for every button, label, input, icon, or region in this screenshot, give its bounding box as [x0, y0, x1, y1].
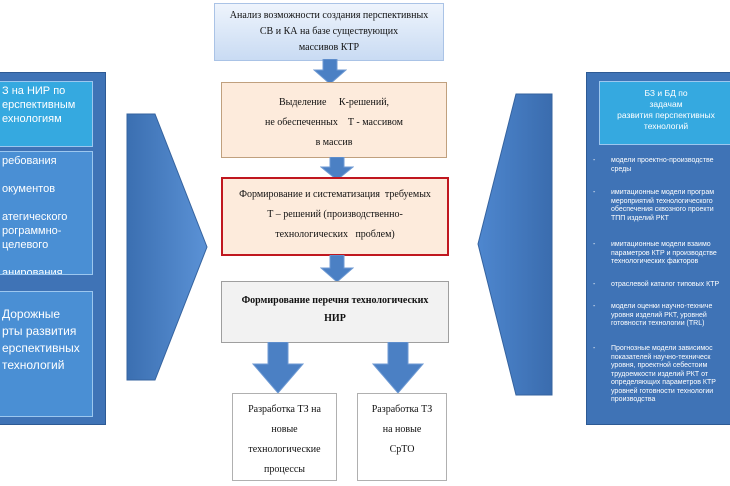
left-mid-line: ребования — [2, 155, 57, 167]
left-bottom-box: Дорожные рты развития ерспективных техно… — [0, 291, 93, 417]
left-mid-line: окументов — [2, 183, 56, 195]
right-item-line: ТПП изделий РКТ — [611, 214, 669, 222]
analysis-box: Анализ возможности создания перспективны… — [214, 3, 444, 61]
tz-processes-line: процессы — [264, 464, 305, 475]
left-bottom-line: ерспективных — [2, 341, 80, 355]
right-item-line: уровня, проектной себестоим — [611, 362, 708, 369]
right-list-item: - отраслевой каталог типовых КТР — [593, 281, 730, 290]
selection-line: в массив — [315, 137, 353, 148]
list-bullet: - — [593, 157, 596, 164]
down-arrow-5 — [372, 342, 424, 394]
tz-processes-line: новые — [271, 424, 298, 435]
right-header-line: задачам — [649, 99, 683, 109]
formation-line: Т – решений (производственно- — [267, 209, 403, 220]
right-item-line: производства — [611, 396, 656, 403]
tz-srto-line: СрТО — [389, 444, 415, 455]
right-list-item: - модели проектно-производстве среды — [593, 157, 730, 174]
right-item-line: технологических факторов — [611, 258, 699, 265]
analysis-line: СВ и КА на базе существующих — [259, 26, 399, 37]
left-top-box: З на НИР по ерспективным ехнологиям — [0, 81, 93, 147]
analysis-line: массивов КТР — [298, 42, 360, 53]
left-bottom-line: Дорожные — [2, 307, 61, 321]
right-header-line: технологий — [643, 121, 689, 131]
tz-processes-line: технологические — [248, 444, 321, 455]
right-item-line: показателей научно-техническ — [611, 353, 711, 361]
formation-box: Формирование и систематизация требуемых … — [221, 177, 449, 256]
selection-line: Выделение К-решений, — [278, 97, 390, 108]
right-item-line: параметров КТР и производстве — [611, 249, 717, 257]
right-item-line: мероприятий технологического — [611, 197, 713, 205]
left-mid-line: атегического — [2, 211, 68, 223]
down-arrow-4 — [252, 342, 304, 394]
nir-line: Формирование перечня технологических — [241, 295, 429, 306]
nir-list-box: Формирование перечня технологических НИР — [221, 281, 449, 343]
right-item-line: имитационные модели взаимо — [611, 241, 711, 248]
right-item-line: обеспечения сквозного проекти — [611, 206, 714, 213]
left-top-line: З на НИР по — [2, 85, 66, 97]
list-bullet: - — [593, 345, 596, 352]
left-mid-box: ребования окументов атегического рограмм… — [0, 151, 93, 275]
right-list-item: - имитационные модели програм мероприяти… — [593, 189, 730, 223]
left-mid-line: рограммно- — [2, 225, 62, 237]
right-item-line: отраслевой каталог типовых КТР — [611, 281, 720, 288]
down-arrow-1 — [313, 59, 347, 85]
left-panel: З на НИР по ерспективным ехнологиям ребо… — [0, 72, 106, 425]
left-mid-line — [2, 196, 88, 210]
down-arrow-2 — [320, 157, 354, 181]
tz-srto-line: на новые — [382, 424, 422, 435]
right-item-line: трудоемкости изделий РКТ от — [611, 370, 709, 378]
right-item-line: уровней готовности технологии — [611, 387, 714, 395]
left-mid-line — [2, 252, 88, 266]
left-bottom-line: технологий — [2, 358, 65, 372]
selection-line: не обеспеченных Т - массивом — [265, 117, 403, 128]
nir-line: НИР — [324, 313, 346, 324]
tz-srto-line: Разработка ТЗ — [371, 404, 433, 415]
left-bottom-line: рты развития — [2, 324, 77, 338]
list-bullet: - — [593, 189, 596, 196]
list-bullet: - — [593, 303, 596, 310]
left-top-line: ехнологиям — [2, 113, 62, 125]
left-mid-line: целевого — [2, 239, 49, 251]
tz-processes-box: Разработка ТЗ на новые технологические п… — [232, 393, 337, 481]
left-top-line: ерспективным — [2, 99, 76, 111]
list-bullet: - — [593, 241, 596, 248]
formation-line: Формирование и систематизация требуемых — [239, 189, 431, 200]
formation-line: технологических проблем) — [275, 229, 395, 240]
selection-box: Выделение К-решений, не обеспеченных Т -… — [221, 82, 447, 158]
right-item-line: Прогнозные модели зависимос — [611, 345, 713, 352]
right-item-line: уровня изделий РКТ, уровней — [611, 311, 707, 319]
down-arrow-3 — [320, 255, 354, 283]
tz-srto-box: Разработка ТЗ на новые СрТО — [357, 393, 447, 481]
right-big-arrow — [477, 93, 553, 396]
analysis-line: Анализ возможности создания перспективны… — [229, 10, 429, 21]
list-bullet: - — [593, 281, 596, 288]
right-list-item: - имитационные модели взаимо параметров … — [593, 241, 730, 267]
left-big-arrow — [126, 113, 208, 381]
right-item-line: определяющих параметров КТР — [611, 379, 716, 386]
right-item-line: модели проектно-производстве — [611, 157, 714, 164]
right-list-item: - Прогнозные модели зависимос показателе… — [593, 345, 730, 405]
left-mid-line — [2, 168, 88, 182]
right-header-line: БЗ и БД по — [644, 88, 688, 98]
right-list-item: - модели оценки научно-техниче уровня из… — [593, 303, 730, 329]
tz-processes-line: Разработка ТЗ на — [248, 404, 321, 415]
right-item-line: среды — [611, 165, 632, 173]
right-panel-header: БЗ и БД по задачам развития перспективны… — [599, 81, 730, 145]
right-item-line: готовности технологии (TRL) — [611, 320, 705, 327]
right-panel: БЗ и БД по задачам развития перспективны… — [586, 72, 730, 425]
left-mid-line: анирования — [2, 267, 63, 275]
right-header-line: развития перспективных — [617, 110, 715, 120]
right-item-line: модели оценки научно-техниче — [611, 303, 713, 310]
right-item-line: имитационные модели програм — [611, 189, 715, 196]
